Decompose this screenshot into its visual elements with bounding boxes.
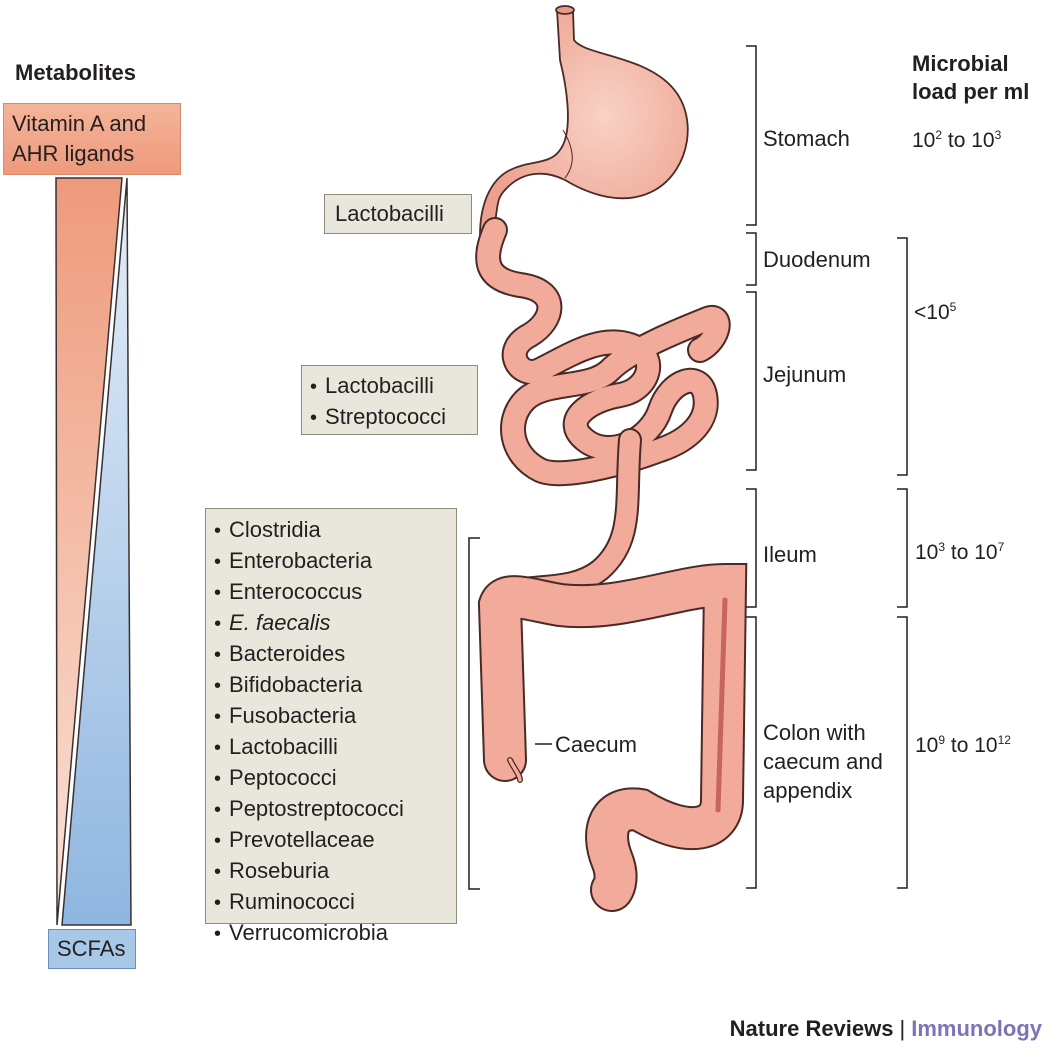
- colon-microbe-box: Clostridia Enterobacteria Enterococcus E…: [205, 508, 457, 945]
- jejunum-bracket: [746, 291, 757, 471]
- colon-box-bracket: [468, 537, 480, 890]
- region-colon: Colon with caecum and appendix: [763, 718, 883, 805]
- colon-bracket: [746, 616, 757, 889]
- colon-load-bracket: [897, 616, 908, 889]
- metabolite-top-label: Vitamin A and AHR ligands: [3, 103, 181, 175]
- microbe-item: Peptostreptococci: [214, 794, 448, 825]
- journal-name: Immunology: [911, 1016, 1042, 1041]
- microbe-item: E. faecalis: [214, 608, 448, 639]
- load-colon: 109 to 1012: [915, 733, 1011, 757]
- small-intestine-load-bracket: [897, 237, 908, 476]
- microbe-item: Enterococcus: [214, 577, 448, 608]
- credit-separator: |: [899, 1016, 906, 1041]
- colon-illustration: [477, 562, 748, 912]
- microbe-item: Streptococci: [310, 402, 469, 433]
- microbe-item: Peptococci: [214, 763, 448, 794]
- microbe-item: Ruminococci: [214, 887, 448, 918]
- microbe-item: Verrucomicrobia: [214, 918, 448, 949]
- microbe-item: Prevotellaceae: [214, 825, 448, 856]
- microbe-item: Bacteroides: [214, 639, 448, 670]
- region-colon-line: Colon with: [763, 720, 866, 745]
- load-brackets: [897, 237, 908, 889]
- microbe-item: Lactobacilli: [214, 732, 448, 763]
- microbial-load-title-line: load per ml: [912, 79, 1030, 104]
- small-intestine-microbe-box: Lactobacilli Streptococci: [301, 365, 478, 435]
- microbe-item: Lactobacilli: [310, 371, 469, 402]
- load-stomach: 102 to 103: [912, 128, 1002, 152]
- caecum-label: Caecum: [555, 732, 637, 757]
- load-ileum: 103 to 107: [915, 540, 1005, 564]
- microbe-item: Fusobacteria: [214, 701, 448, 732]
- microbial-load-title-line: Microbial: [912, 51, 1009, 76]
- region-duodenum: Duodenum: [763, 247, 871, 272]
- microbial-load-title: Microbial load per ml: [912, 50, 1029, 106]
- microbe-item: Roseburia: [214, 856, 448, 887]
- region-ileum: Ileum: [763, 542, 817, 567]
- metabolites-title: Metabolites: [15, 60, 137, 85]
- ileum-load-bracket: [897, 488, 908, 608]
- stomach-bracket: [746, 45, 757, 226]
- region-jejunum: Jejunum: [763, 362, 847, 387]
- microbe-item: Enterobacteria: [214, 546, 448, 577]
- ileum-bracket: [746, 488, 757, 608]
- region-brackets: [746, 45, 757, 889]
- metabolite-bottom-label: SCFAs: [48, 929, 136, 969]
- small-intestine-illustration: [475, 217, 731, 602]
- scfa-gradient-wedge: [61, 177, 132, 926]
- microbe-item: Clostridia: [214, 515, 448, 546]
- duodenum-bracket: [746, 232, 757, 286]
- vitamin-a-gradient-wedge: [55, 177, 123, 926]
- load-small-intestine: <105: [914, 300, 957, 324]
- journal-credit: Nature Reviews|Immunology: [730, 1016, 1042, 1042]
- stomach-microbe-box: Lactobacilli: [324, 194, 472, 234]
- publisher-name: Nature Reviews: [729, 1016, 894, 1041]
- region-colon-line: caecum and: [763, 749, 883, 774]
- microbe-item: Bifidobacteria: [214, 670, 448, 701]
- stomach-illustration: [479, 5, 689, 247]
- region-colon-line: appendix: [763, 778, 853, 803]
- region-stomach: Stomach: [763, 126, 850, 151]
